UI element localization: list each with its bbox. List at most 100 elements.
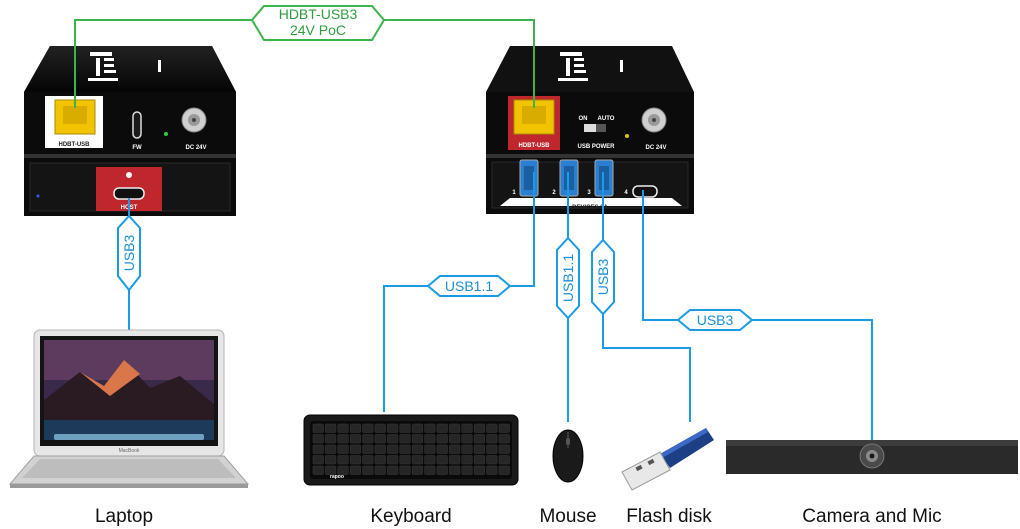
keyboard-key bbox=[362, 455, 374, 465]
usb-power-label: USB POWER bbox=[577, 144, 615, 150]
mouse-label: Mouse bbox=[539, 506, 596, 527]
hdbt-link-tag bbox=[250, 5, 386, 41]
usb-cables: USB3 USB1.1 USB1.1 USB3 USB3 bbox=[117, 172, 873, 440]
keyboard-key bbox=[387, 444, 399, 454]
keyboard-key bbox=[362, 423, 374, 433]
keyboard-key bbox=[399, 423, 411, 433]
keyboard-key bbox=[449, 455, 461, 465]
port-number-3: 3 bbox=[587, 190, 591, 196]
keyboard-key bbox=[399, 434, 411, 444]
keyboard-key bbox=[387, 455, 399, 465]
port-number-1: 1 bbox=[512, 190, 516, 196]
keyboard-key bbox=[436, 423, 448, 433]
keyboard-key bbox=[325, 455, 337, 465]
keyboard-key bbox=[337, 465, 349, 475]
keyboard-key bbox=[436, 434, 448, 444]
keyboard-key bbox=[312, 423, 324, 433]
keyboard-key bbox=[387, 423, 399, 433]
flash-cable-tag bbox=[591, 238, 615, 316]
mouse-cable-label: USB1.1 bbox=[560, 254, 576, 302]
rx-dc-port[interactable]: DC 24V bbox=[641, 107, 667, 151]
laptop-brand: MacBook bbox=[119, 448, 140, 454]
keyboard-key bbox=[362, 444, 374, 454]
keyboard-key bbox=[374, 434, 386, 444]
usb-power-switch[interactable]: ON AUTO USB POWER bbox=[577, 116, 615, 150]
switch-auto-label: AUTO bbox=[598, 116, 615, 122]
keyboard-key bbox=[449, 465, 461, 475]
port-number-4: 4 bbox=[624, 190, 628, 196]
mouse[interactable] bbox=[552, 429, 584, 483]
rx-status-led bbox=[625, 134, 629, 138]
keyboard-key bbox=[486, 423, 498, 433]
brand-logo-rx bbox=[558, 52, 623, 81]
keyboard-key bbox=[424, 423, 436, 433]
camera-cable-label: USB3 bbox=[697, 312, 734, 328]
keyboard-key bbox=[387, 434, 399, 444]
laptop-label: Laptop bbox=[95, 506, 153, 527]
keyboard-key bbox=[349, 434, 361, 444]
keyboard-key bbox=[399, 455, 411, 465]
mouse-cable-tag bbox=[556, 236, 580, 320]
rx-hdbt-label: HDBT-USB bbox=[519, 143, 551, 149]
keyboard-key bbox=[461, 423, 473, 433]
keyboard-key bbox=[312, 465, 324, 475]
tx-dc-port[interactable]: DC 24V bbox=[181, 107, 207, 151]
keyboard-key bbox=[399, 444, 411, 454]
tx-status-led bbox=[164, 132, 168, 136]
keyboard[interactable]: rapoo bbox=[303, 414, 519, 486]
keyboard-key bbox=[449, 434, 461, 444]
keyboard-key bbox=[387, 465, 399, 475]
flash-cable-label: USB3 bbox=[595, 259, 611, 296]
keyboard-key bbox=[436, 444, 448, 454]
camera-cable-tag bbox=[676, 309, 754, 331]
keyboard-key bbox=[461, 465, 473, 475]
host-cable-label: USB3 bbox=[121, 235, 137, 272]
keyboard-key bbox=[498, 465, 510, 475]
keyboard-key bbox=[411, 444, 423, 454]
flash-disk[interactable] bbox=[621, 428, 714, 491]
tx-dc-label: DC 24V bbox=[185, 145, 206, 151]
transmitter-unit: HDBT-USB FW DC 24V HOST bbox=[24, 46, 236, 216]
hdbt-link-line2: 24V PoC bbox=[290, 22, 346, 38]
keyboard-key bbox=[486, 455, 498, 465]
keyboard-key bbox=[411, 434, 423, 444]
port-number-2: 2 bbox=[552, 190, 556, 196]
keyboard-key bbox=[374, 455, 386, 465]
keyboard-key bbox=[349, 455, 361, 465]
hdbt-link: HDBT-USB3 24V PoC bbox=[74, 5, 535, 108]
keyboard-key bbox=[424, 434, 436, 444]
tx-fw-port[interactable]: FW bbox=[132, 111, 142, 151]
rx-usb-c-port-4[interactable]: 4 bbox=[624, 185, 658, 198]
tx-fw-label: FW bbox=[132, 145, 142, 151]
keyboard-key bbox=[362, 465, 374, 475]
keyboard-key bbox=[325, 465, 337, 475]
keyboard-key bbox=[461, 455, 473, 465]
keyboard-key bbox=[349, 465, 361, 475]
keyboard-key bbox=[337, 423, 349, 433]
keyboard-key bbox=[486, 444, 498, 454]
keyboard-keys bbox=[312, 423, 510, 475]
keyboard-key bbox=[374, 444, 386, 454]
keyboard-key bbox=[498, 455, 510, 465]
keyboard-key bbox=[362, 434, 374, 444]
keyboard-label: Keyboard bbox=[370, 506, 451, 527]
keyboard-key bbox=[424, 455, 436, 465]
keyboard-key bbox=[473, 434, 485, 444]
keyboard-key bbox=[473, 423, 485, 433]
tx-hdbt-label: HDBT-USB bbox=[59, 142, 91, 148]
keyboard-key bbox=[374, 423, 386, 433]
receiver-unit: HDBT-USB ON AUTO USB POWER DC 24V 1 2 bbox=[486, 46, 694, 214]
keyboard-key bbox=[461, 434, 473, 444]
keyboard-key bbox=[337, 455, 349, 465]
laptop[interactable]: MacBook bbox=[8, 329, 250, 488]
keyboard-key bbox=[449, 423, 461, 433]
hdbt-link-line1: HDBT-USB3 bbox=[279, 6, 358, 22]
keyboard-key bbox=[461, 444, 473, 454]
keyboard-key bbox=[325, 434, 337, 444]
keyboard-key bbox=[312, 434, 324, 444]
rx-dc-label: DC 24V bbox=[645, 145, 666, 151]
keyboard-key bbox=[325, 444, 337, 454]
keyboard-key bbox=[424, 444, 436, 454]
camera-and-mic[interactable] bbox=[726, 440, 1018, 474]
flash-disk-label: Flash disk bbox=[626, 506, 712, 527]
